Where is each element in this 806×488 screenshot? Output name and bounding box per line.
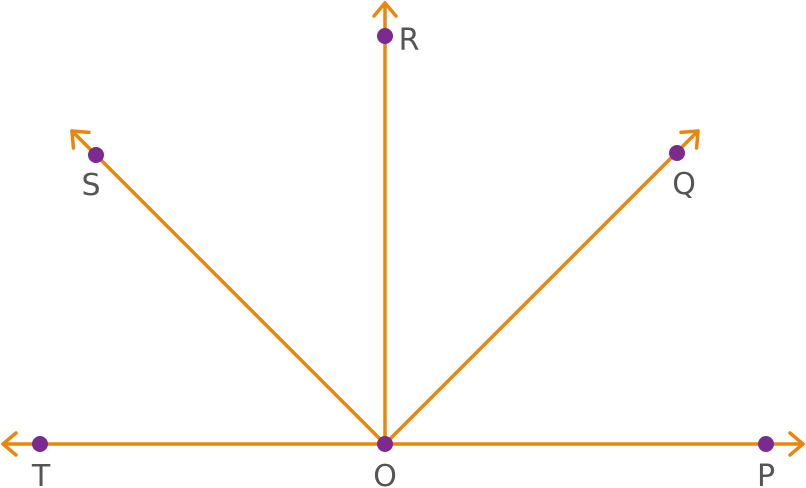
label-o: O [373,459,397,488]
point-s [88,147,104,163]
label-q: Q [672,167,696,202]
rays-layer [1,1,805,457]
point-o [377,436,393,452]
ray-oq [383,129,700,446]
ray-or [372,1,398,446]
ray-os-line [70,129,387,446]
label-r: R [399,23,420,58]
arrowhead-or [372,1,398,18]
ray-oq-line [383,129,700,446]
label-p: P [757,459,775,488]
ray-op [383,431,805,457]
arrowhead-ot [1,431,18,457]
point-q [669,145,685,161]
point-t [32,436,48,452]
point-r [377,28,393,44]
points-layer [32,28,774,452]
label-s: S [81,168,100,203]
label-t: T [31,459,51,488]
arrowhead-os [70,129,91,150]
point-p [758,436,774,452]
ray-ot [1,431,387,457]
arrowhead-op [788,431,805,457]
ray-os [70,129,387,446]
arrowhead-oq [679,129,700,150]
labels-layer: O P Q R S T [31,23,775,488]
